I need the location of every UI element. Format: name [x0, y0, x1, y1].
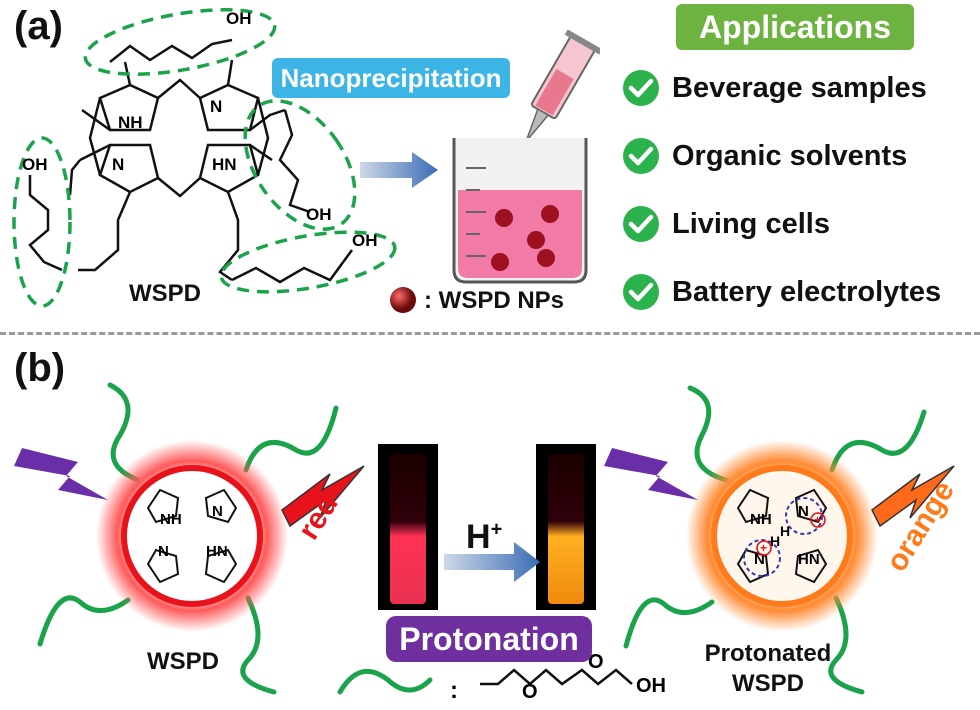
peg-oh-left: OH: [22, 155, 48, 174]
application-item: Battery electrolytes: [622, 272, 977, 312]
peg-oh-bottom: OH: [352, 231, 378, 250]
check-circle-icon: [623, 138, 659, 174]
ring-atom-nh-right: NH: [750, 511, 772, 528]
np-sphere-icon: [390, 287, 416, 313]
atom-n: N: [210, 97, 222, 116]
ring-atom-n-right2: N: [754, 551, 765, 568]
ring-atom-h1: H: [780, 523, 790, 539]
peg-oh-right: OH: [306, 205, 332, 224]
applications-title: Applications: [676, 4, 914, 50]
ring-plus-2: +: [760, 541, 767, 555]
applications-list: Beverage samples Organic solvents Living…: [622, 68, 977, 312]
protonated-label-line2: WSPD: [732, 670, 804, 697]
reagent-symbol: H: [466, 518, 491, 556]
application-text: Beverage samples: [672, 71, 927, 104]
application-item: Organic solvents: [622, 136, 977, 176]
application-text: Organic solvents: [672, 139, 908, 172]
application-text: Battery electrolytes: [672, 275, 942, 308]
reagent-label: H+: [466, 518, 502, 557]
ring-atom-nh: NH: [160, 511, 182, 528]
beaker-illustration: [452, 30, 600, 284]
wspd-label-a: WSPD: [129, 280, 201, 307]
wspd-structure: NH N N HN OH OH OH OH: [12, 8, 397, 308]
np-legend-label: : WSPD NPs: [424, 287, 565, 314]
panel-b-graphics: NH N N HN NH N H H N HN + + : O O OH: [14, 382, 955, 704]
ring-plus-1: +: [814, 513, 821, 527]
reagent-charge: +: [490, 518, 503, 541]
legend-colon: :: [450, 677, 458, 704]
legend-o1: O: [522, 681, 538, 703]
ring-atom-n2: N: [158, 543, 169, 560]
ring-atom-n-right: N: [798, 503, 809, 520]
ring-atom-h2: H: [770, 533, 780, 549]
peg-oh-top: OH: [226, 9, 252, 28]
application-item: Beverage samples: [622, 68, 977, 108]
panel-divider: [0, 332, 980, 335]
wspd-label-b: WSPD: [147, 648, 219, 675]
atom-n2: N: [112, 155, 124, 174]
ring-atom-hn: HN: [206, 543, 228, 560]
protonation-label: Protonation: [386, 616, 592, 662]
check-circle-icon: [623, 206, 659, 242]
application-text: Living cells: [672, 207, 830, 240]
panel-b-label: (b): [14, 346, 66, 390]
atom-nh: NH: [118, 113, 143, 132]
atom-hn: HN: [212, 155, 237, 174]
panel-a-label: (a): [14, 4, 63, 48]
ring-atom-n: N: [212, 503, 223, 520]
check-circle-icon: [623, 274, 659, 310]
check-circle-icon: [623, 70, 659, 106]
nanoprecipitation-label: Nanoprecipitation: [272, 58, 510, 98]
process-arrow-a: [360, 152, 438, 188]
legend-oh: OH: [636, 675, 666, 697]
application-item: Living cells: [622, 204, 977, 244]
ring-atom-hn-right: HN: [798, 551, 820, 568]
legend-o2: O: [588, 651, 604, 673]
protonated-label-line1: Protonated: [704, 640, 832, 667]
